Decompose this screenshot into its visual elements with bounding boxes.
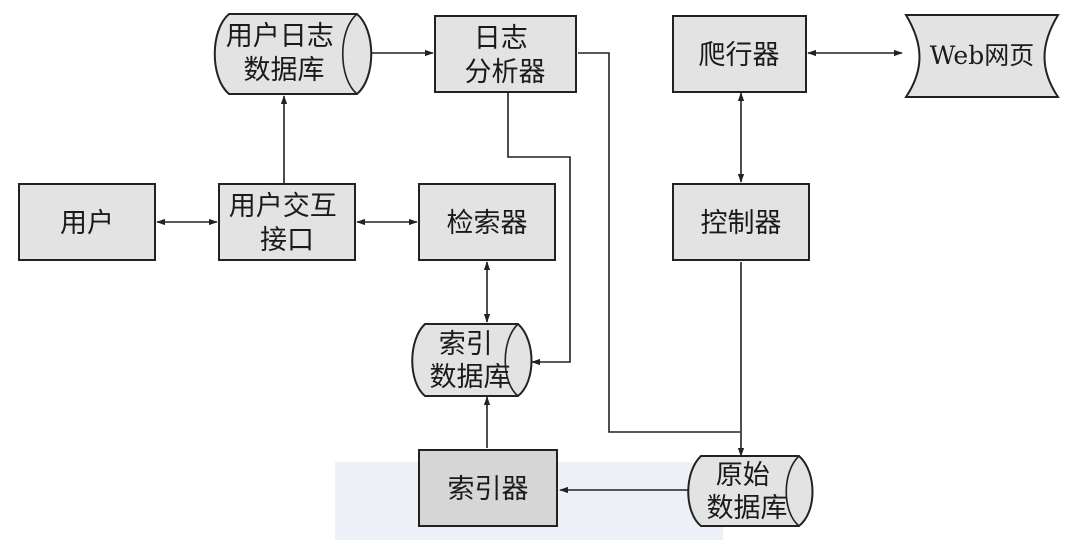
svg-text:索引器: 索引器	[448, 474, 529, 505]
node-controller-label: 控制器	[701, 208, 782, 239]
node-retriever-label: 检索器	[447, 208, 528, 239]
svg-text:用户: 用户	[60, 208, 114, 239]
node-index-database-label-1: 索引	[439, 329, 493, 360]
node-retriever: 检索器	[418, 183, 556, 261]
node-user-interface-label-1: 用户交互	[229, 191, 337, 222]
node-index-database-label-2: 数据库	[430, 362, 511, 393]
node-user-interface-label-2: 接口	[260, 225, 314, 256]
node-log-analyzer: 日志 分析器	[434, 15, 577, 93]
edge-loganalyzer-rawdb	[578, 52, 740, 433]
svg-text:索引 数据库: 索引 数据库	[430, 329, 511, 393]
svg-text:原始 数据库: 原始 数据库	[707, 460, 788, 524]
node-web-pages: Web网页	[904, 14, 1060, 98]
node-raw-database-label-1: 原始	[716, 460, 770, 491]
svg-text:用户交互 接口: 用户交互 接口	[229, 191, 346, 256]
node-log-analyzer-label-1: 日志	[474, 23, 528, 54]
svg-text:爬行器: 爬行器	[699, 40, 780, 71]
svg-text:用户日志 数据库: 用户日志 数据库	[226, 21, 343, 86]
svg-text:日志 分析器: 日志 分析器	[465, 23, 546, 88]
node-raw-database-label-2: 数据库	[707, 493, 788, 524]
node-user-log-database: 用户日志 数据库	[213, 13, 373, 95]
svg-text:检索器: 检索器	[447, 208, 528, 239]
node-web-pages-label: Web网页	[930, 41, 1034, 70]
node-indexer-label: 索引器	[448, 474, 529, 505]
connectors	[156, 49, 903, 494]
node-user-log-database-label-2: 数据库	[244, 55, 325, 86]
node-index-database: 索引 数据库	[411, 323, 533, 397]
node-user: 用户	[18, 183, 156, 261]
edge-loganalyzer-indexdb	[507, 93, 571, 366]
node-controller: 控制器	[672, 183, 810, 261]
svg-text:控制器: 控制器	[701, 208, 782, 239]
svg-text:Web网页: Web网页	[930, 41, 1034, 70]
node-crawler: 爬行器	[672, 15, 807, 93]
node-indexer: 索引器	[418, 449, 558, 527]
node-crawler-label: 爬行器	[699, 40, 780, 71]
node-raw-database: 原始 数据库	[687, 455, 814, 527]
node-user-interface: 用户交互 接口	[218, 183, 356, 261]
node-user-label: 用户	[60, 208, 114, 239]
node-user-log-database-label-1: 用户日志	[226, 21, 334, 52]
node-log-analyzer-label-2: 分析器	[465, 57, 546, 88]
